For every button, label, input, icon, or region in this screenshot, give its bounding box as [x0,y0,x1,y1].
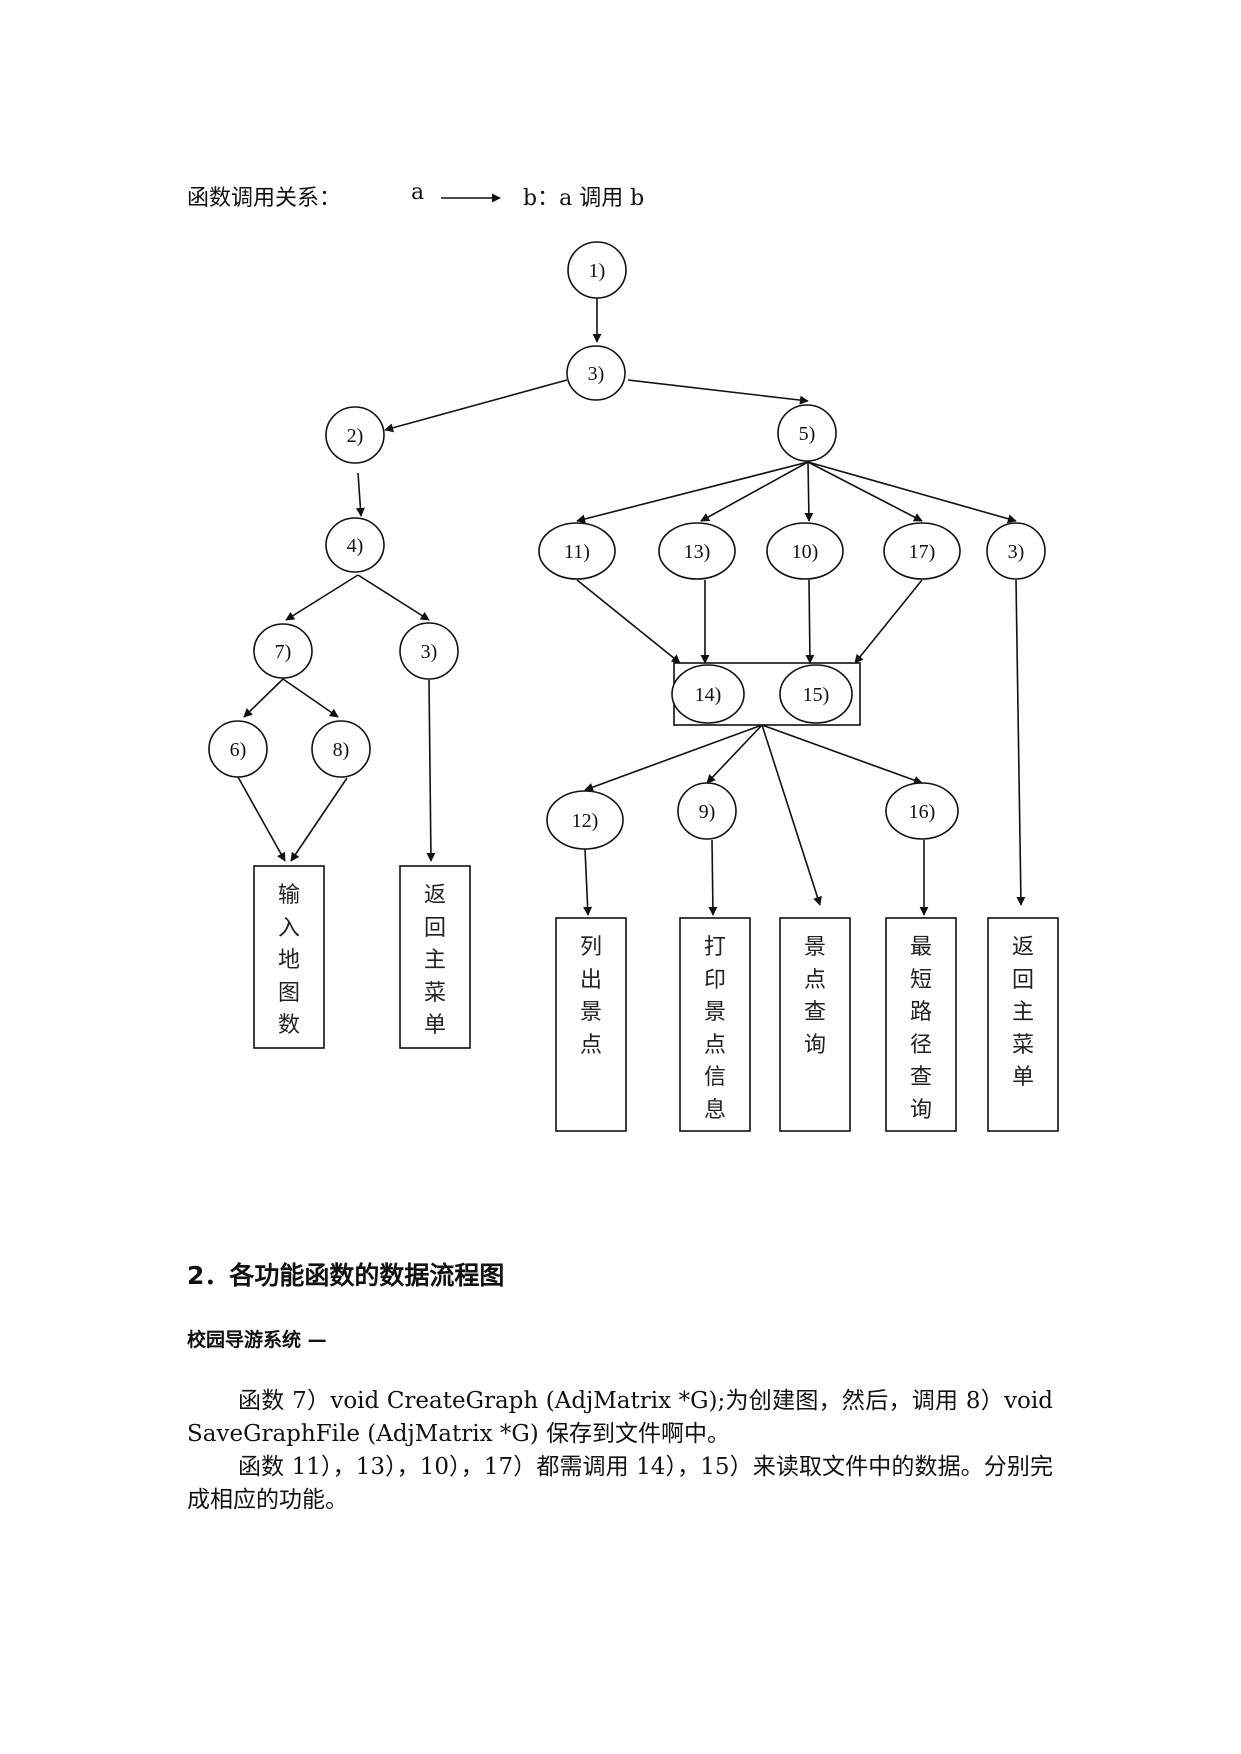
function-node-label: 14) [695,684,722,706]
function-node-8 [311,720,371,778]
call-arrow [807,461,1017,524]
legend-to: b：a 调用 b [523,186,645,211]
call-arrow [706,724,763,784]
call-arrow [243,678,284,718]
call-relation-legend: 函数调用关系： a b：a 调用 b [187,180,644,212]
function-node-label: 5) [799,423,816,445]
section-subheading: 校园导游系统 — [187,1329,327,1351]
function-node-label: 3) [588,363,605,385]
function-node-label: 7) [275,641,292,663]
function-node-6 [208,720,268,778]
function-node-13 [658,522,736,580]
function-node-label: 9) [699,801,716,823]
call-arrow [576,461,809,524]
function-node-label: 16) [909,801,936,823]
call-arrow [807,461,923,522]
action-box-label: 列出景点 [579,935,602,1058]
function-node-14 [671,664,745,724]
function-node-label: 13) [684,541,711,563]
function-node-17 [883,522,961,580]
call-arrow [805,579,815,664]
function-node-label: 8) [333,739,350,761]
function-node-label: 6) [230,739,247,761]
call-arrow [357,574,430,621]
function-node-label: 11) [564,541,590,563]
function-node-1 [567,241,627,299]
action-box-label: 返回主菜单 [1011,935,1034,1090]
call-arrow [761,724,923,785]
function-node-12 [546,790,624,850]
function-node-label: 15) [803,684,830,706]
call-arrow [583,848,593,916]
function-node-3a [566,345,626,401]
call-arrow [761,724,822,906]
function-node-9 [677,782,737,840]
legend-from: a [411,180,425,205]
action-box [555,917,627,1132]
call-arrow [290,777,348,862]
function-node-label: 1) [589,260,606,282]
function-node-label: 12) [572,810,599,832]
function-node-3c [986,522,1046,580]
call-arrow [355,472,365,517]
function-node-label: 17) [909,541,936,563]
function-node-label: 3) [421,641,438,663]
function-node-16 [885,782,959,840]
function-node-label: 2) [347,425,364,447]
call-arrow [285,574,359,621]
action-box [399,865,471,1049]
call-arrow [237,776,286,862]
call-arrow [700,461,809,522]
action-box-label: 输入地图数 [277,883,300,1038]
function-node-11 [538,522,616,580]
action-box [779,917,851,1132]
section-heading: 2．各功能函数的数据流程图 [187,1261,505,1290]
function-node-4 [325,517,385,573]
call-arrow [576,579,681,664]
function-node-label: 3) [1008,541,1025,563]
action-box [885,917,957,1132]
function-node-label: 10) [792,541,819,563]
call-arrow [627,379,809,405]
call-arrow [584,724,763,792]
paragraph-2: 函数 11），13），10），17）都需调用 14），15）来读取文件中的数据。… [187,1454,1053,1513]
function-node-10 [766,522,844,580]
call-arrow [804,461,814,522]
call-arrow [1015,579,1026,906]
function-node-label: 4) [347,535,364,557]
paragraph-1: 函数 7）void CreateGraph (AdjMatrix *G);为创建… [187,1388,1053,1447]
function-node-15 [779,664,853,724]
action-box-label: 打印景点信息 [703,935,726,1123]
action-box [679,917,751,1132]
call-graph-diagram: 1) 3) 2) 5) 4) 11) 13) 10) 17) 3) 7) 3) 14) 15) 6) 8) 12… [208,193,1059,1132]
legend-label: 函数调用关系： [187,186,342,211]
action-box [987,917,1059,1132]
function-node-5 [777,404,837,462]
call-arrow [282,678,339,718]
call-arrow [854,579,923,664]
action-box-label: 返回主菜单 [423,883,446,1038]
function-node-2 [325,406,385,464]
action-box-label: 景点查询 [803,935,826,1058]
action-box-label: 最短路径查询 [909,935,932,1123]
action-box [253,865,325,1049]
function-node-7 [253,623,313,679]
call-arrow [708,839,718,916]
function-node-3b [399,622,459,680]
call-arrow [384,379,568,433]
call-arrow [426,679,436,862]
